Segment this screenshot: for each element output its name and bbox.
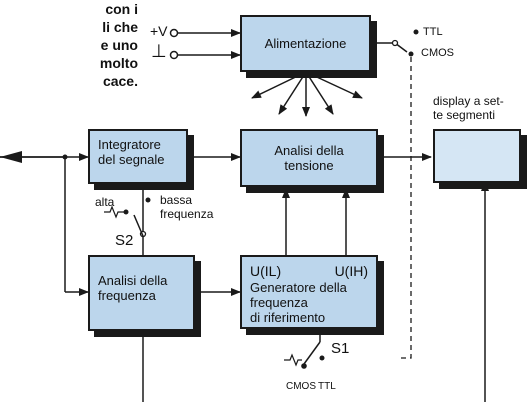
display-label-line: display a set- — [433, 94, 504, 108]
switch-pivot-top — [391, 39, 399, 47]
block-label: del segnale — [98, 152, 165, 167]
cmos-label-top: CMOS — [421, 47, 454, 59]
block-alimentazione: Alimentazione — [240, 15, 371, 72]
block-label: tensione — [284, 158, 334, 173]
caption-line: e uno — [100, 37, 138, 53]
ground-icon: ⊥ — [151, 41, 167, 61]
block-label: frequenza — [250, 295, 308, 310]
block-label: Integratore — [98, 137, 161, 152]
s1-ttl-label: TTL — [318, 381, 336, 392]
ground-terminal — [169, 50, 179, 60]
caption-line: li che — [102, 19, 138, 35]
block-analisi-tensione: Analisi della tensione — [240, 129, 378, 187]
uih-label: U(IH) — [334, 263, 368, 279]
uil-label: U(IL) — [250, 263, 282, 279]
caption-line: molto — [99, 55, 138, 71]
s2-bassa-line: frequenza — [160, 207, 214, 221]
s1-cmos-label: CMOS — [286, 381, 316, 392]
s2-bassa-line: bassa — [160, 193, 193, 207]
display-label: display a set- te segmenti — [433, 94, 504, 122]
plus-v-label: +V — [150, 23, 168, 39]
caption-line: cace. — [102, 73, 138, 89]
block-label: Alimentazione — [264, 36, 347, 51]
caption-line: con i — [105, 1, 138, 17]
block-integratore: Integratore del segnale — [88, 129, 188, 184]
ttl-label-top: TTL — [423, 26, 443, 38]
block-label: frequenza — [98, 288, 156, 303]
seven-segment-display — [433, 129, 521, 183]
s2-label: S2 — [115, 232, 134, 249]
caption: con i li che e uno molto cace. — [0, 0, 138, 90]
s1-label: S1 — [331, 340, 350, 357]
display-label-line: te segmenti — [433, 108, 496, 122]
plus-v-terminal — [169, 28, 179, 38]
s2-bassa-label: bassa frequenza — [160, 193, 213, 221]
block-label: Analisi della — [274, 143, 344, 158]
generatore-levels: U(IL) U(IH) — [250, 262, 368, 280]
block-generatore: U(IL) U(IH) Generatore della frequenza d… — [240, 255, 378, 329]
ttl-contact-top — [413, 29, 419, 35]
s2-alta-label: alta — [95, 195, 115, 209]
block-label: di riferimento — [250, 310, 326, 325]
block-label: Analisi della — [98, 273, 168, 288]
block-label: Generatore della — [250, 280, 347, 295]
cmos-contact-top — [408, 51, 414, 57]
block-analisi-frequenza: Analisi della frequenza — [88, 255, 195, 331]
